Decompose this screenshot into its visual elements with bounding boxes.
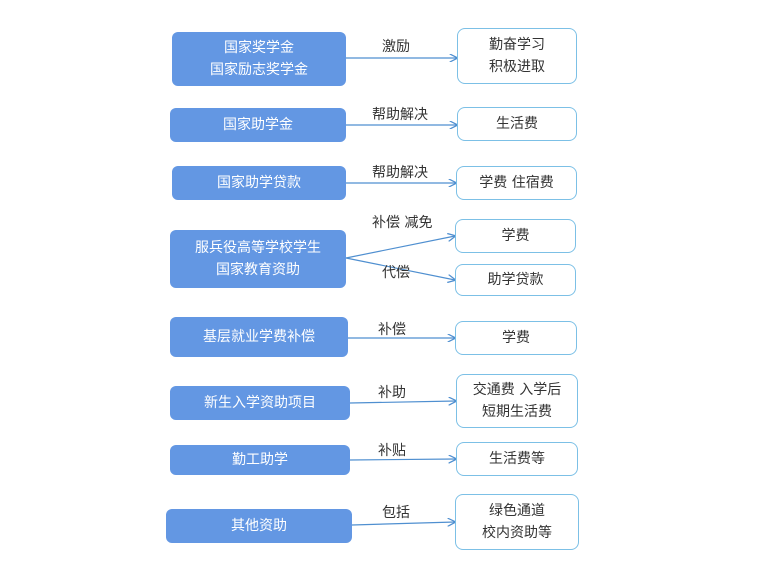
target-box: 学费: [455, 321, 577, 355]
connector-arrow: [345, 236, 455, 259]
target-box: 勤奋学习 积极进取: [457, 28, 577, 84]
edge-label: 帮助解决: [372, 107, 428, 123]
source-box-grassroots-employment: 基层就业学费补偿: [170, 317, 348, 357]
edge-label: 补偿 减免: [372, 215, 433, 231]
edge-label: 包括: [382, 505, 410, 521]
source-box-other-aid: 其他资助: [166, 509, 352, 543]
source-box-national-grant: 国家助学金: [170, 108, 346, 142]
connector-arrow: [349, 401, 456, 403]
source-box-military-service: 服兵役高等学校学生 国家教育资助: [170, 230, 346, 288]
target-box: 学费: [455, 219, 576, 253]
connector-arrow: [345, 257, 455, 280]
edge-label: 补偿: [378, 322, 406, 338]
connector-arrow: [351, 522, 455, 525]
target-box: 学费 住宿费: [456, 166, 577, 200]
edge-label: 激励: [382, 39, 410, 55]
target-box: 生活费等: [456, 442, 578, 476]
edge-label: 代偿: [382, 265, 410, 281]
source-box-national-scholarship: 国家奖学金 国家励志奖学金: [172, 32, 346, 86]
source-box-new-student-aid: 新生入学资助项目: [170, 386, 350, 420]
edge-label: 补贴: [378, 443, 406, 459]
source-box-work-study: 勤工助学: [170, 445, 350, 475]
target-box: 生活费: [457, 107, 577, 141]
target-box: 助学贷款: [455, 264, 576, 296]
edge-label: 帮助解决: [372, 165, 428, 181]
target-box: 交通费 入学后 短期生活费: [456, 374, 578, 428]
source-box-student-loan: 国家助学贷款: [172, 166, 346, 200]
connector-arrow: [349, 459, 456, 460]
edge-label: 补助: [378, 385, 406, 401]
target-box: 绿色通道 校内资助等: [455, 494, 579, 550]
